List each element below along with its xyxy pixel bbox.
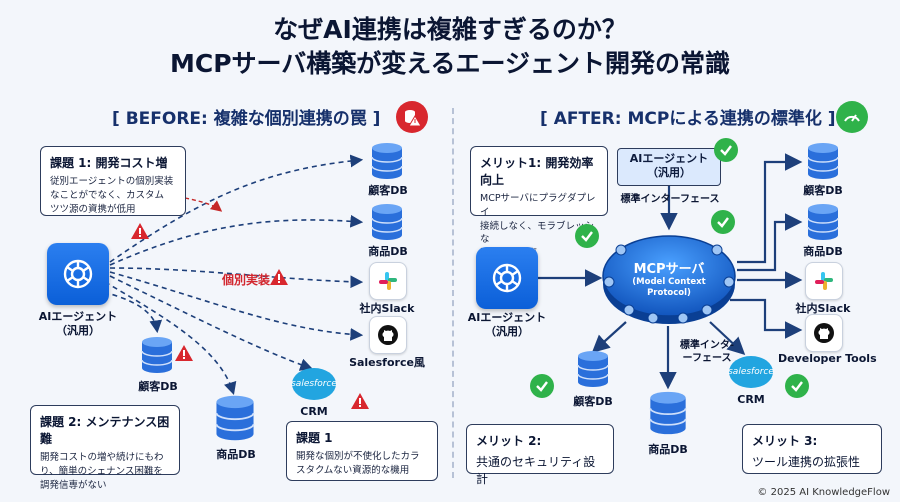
before-link-crm: [109, 275, 314, 371]
database-icon: [141, 337, 173, 373]
salesforce-icon: salesforce: [291, 368, 337, 400]
gauge-icon: [836, 101, 868, 133]
after-merit-box-2: メリット 2: 共通のセキュリティ設計: [466, 424, 614, 486]
before-link-bigdb: [104, 281, 237, 396]
after-target-label-2: 商品DB: [803, 245, 843, 258]
after-crm-label: CRM: [737, 393, 765, 406]
check-icon: [530, 374, 554, 398]
after-link-crm: [709, 321, 746, 356]
after-agent-box-top: AIエージェント （汎用）: [617, 148, 721, 186]
after-agent-label: AIエージェント （汎用）: [467, 311, 547, 339]
after-merit-box-3: メリット 3: ツール連携の拡張性: [742, 424, 882, 474]
after-link-db2: [737, 213, 803, 272]
after-agent-top-label: AIエージェント （汎用）: [629, 152, 709, 180]
merit-3-title: メリット 3:: [752, 434, 818, 448]
warning-icon: [351, 393, 369, 409]
title-line-2: MCPサーバ構築が変えるエージェント開発の常識: [169, 49, 731, 78]
warning-icon: [175, 345, 193, 361]
merit-3-body: ツール連携の拡張性: [752, 455, 861, 469]
after-db-small-label: 顧客DB: [573, 395, 613, 408]
after-link-db-small: [591, 321, 627, 353]
after-link-db1: [737, 153, 803, 264]
title-line-1: なぜAI連携は複雑すぎるのか？: [273, 15, 627, 44]
mcp-hub-text: MCPサーバ (Model Context Protocol): [601, 258, 737, 298]
check-icon: [785, 374, 809, 398]
before-issue-box-2: 課題 2: メンテナンス困難 開発コストの増や続けにもわ り、簡単のシェナンス困…: [30, 405, 180, 491]
after-target-label-1: 顧客DB: [803, 184, 843, 197]
before-link-sf: [109, 271, 364, 341]
salesforce-icon: salesforce: [728, 356, 774, 388]
before-agent-label: AIエージェント （汎用）: [38, 310, 118, 338]
merit-2-title: メリット 2:: [476, 434, 542, 448]
merit-2-body: 共通のセキュリティ設計: [476, 455, 596, 486]
db-alert-icon: [396, 101, 428, 133]
issue-1-title: 課題 1: 開発コスト増: [50, 156, 168, 170]
individual-impl-label: 個別実装: [222, 273, 271, 287]
before-db-small-label: 顧客DB: [138, 380, 178, 393]
center-divider: [452, 108, 454, 478]
before-target-label-3: 社内Slack: [359, 302, 415, 315]
issue-2-body: 開発コストの増や続けにもわ り、簡単のシェナンス困難を 調発信専がない: [40, 452, 164, 491]
after-db-big-label: 商品DB: [648, 443, 688, 456]
database-icon: [807, 143, 839, 179]
mcp-hub-title: MCPサーバ: [633, 262, 705, 277]
before-target-label-2: 商品DB: [368, 245, 408, 258]
before-link-db2: [109, 214, 364, 266]
before-target-label-4: Salesforce風: [349, 356, 425, 369]
database-icon: [807, 204, 839, 240]
github-icon: [369, 316, 407, 354]
after-target-label-4: Developer Tools: [778, 352, 877, 365]
database-icon: [649, 391, 687, 435]
issue-3-title: 課題 1: [296, 431, 333, 445]
database-icon: [577, 351, 609, 387]
before-link-db1: [109, 154, 364, 263]
warning-icon: [270, 269, 288, 285]
database-icon: [371, 143, 403, 179]
before-target-label-1: 顧客DB: [368, 184, 408, 197]
database-icon: [215, 395, 255, 441]
check-icon: [714, 138, 738, 162]
check-icon: [575, 224, 599, 248]
before-link-slack: [109, 267, 364, 289]
slack-icon: [369, 262, 407, 300]
after-target-label-3: 社内Slack: [795, 302, 851, 315]
before-db-big-label: 商品DB: [216, 448, 256, 461]
openai-logo-icon: [47, 243, 109, 305]
issue-3-body: 開発な個別が不使化したカラ スタクムない資源的な機用: [296, 451, 420, 476]
check-icon: [711, 210, 735, 234]
issue-1-body: 従別エージェントの個別実装 なことがでなく、カスタム ツツ源の資携が低用: [50, 176, 174, 215]
before-crm-label: CRM: [300, 405, 328, 418]
std-interface-bottom-label: 標準インタ- ーフェース: [679, 340, 735, 364]
before-issue-box-1: 課題 1: 開発コスト増 従別エージェントの個別実装 なことがでなく、カスタム …: [40, 146, 186, 216]
mcp-hub-subtitle: (Model Context Protocol): [632, 277, 706, 298]
mcp-server-hub: [602, 235, 736, 324]
openai-logo-icon: [476, 247, 538, 309]
after-merit-box-1: メリット1: 開発効率向上 MCPサーバにプラグダプレイ 接続しなく、モラブレッ…: [470, 146, 608, 259]
issue-2-title: 課題 2: メンテナンス困難: [40, 415, 170, 446]
database-icon: [371, 204, 403, 240]
before-heading: [ BEFORE: 複雑な個別連携の罠 ]: [112, 109, 381, 129]
warning-icon: [131, 223, 149, 239]
before-link-red: [184, 197, 223, 212]
std-interface-top-label: 標準インターフェース: [620, 194, 720, 205]
merit-1-title: メリット1: 開発効率向上: [480, 156, 594, 187]
before-issue-box-3: 課題 1 開発な個別が不使化したカラ スタクムない資源的な機用: [286, 421, 438, 481]
after-link-dev: [730, 298, 803, 339]
github-icon: [805, 314, 843, 352]
slack-icon: [805, 262, 843, 300]
copyright-text: © 2025 AI KnowledgeFlow: [757, 487, 890, 498]
after-heading: [ AFTER: MCPによる連携の標準化 ]: [540, 109, 836, 129]
